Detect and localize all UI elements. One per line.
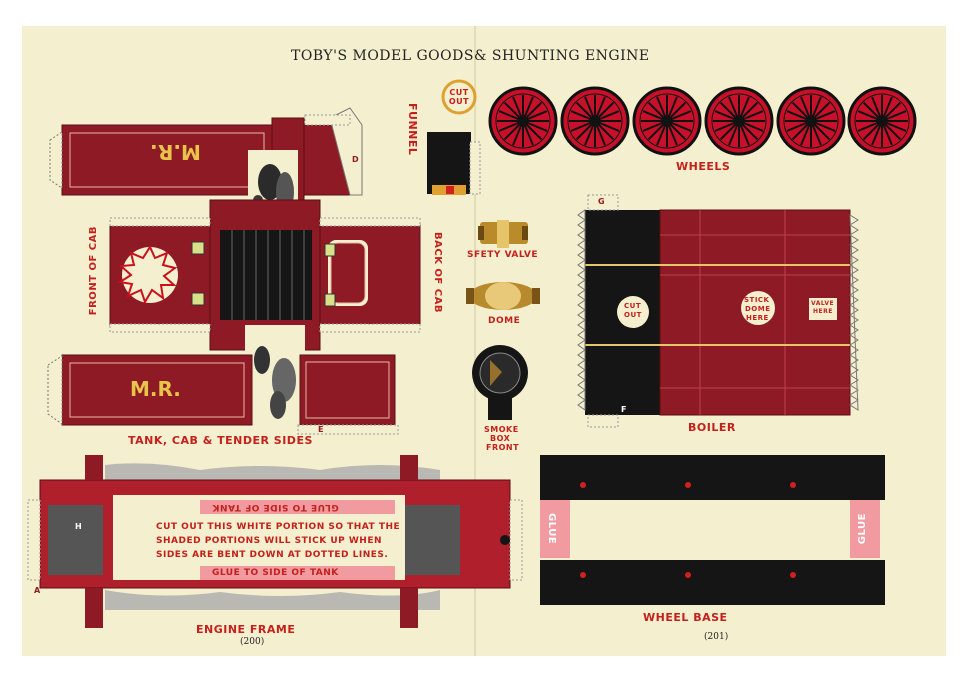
page-number-left: (200) (240, 637, 265, 647)
wheels-label: WHEELS (676, 160, 731, 173)
tab-letter-c: C (154, 317, 161, 326)
stick-label-2: DOME (745, 305, 771, 313)
safety-valve-piece (478, 220, 528, 248)
glue-side-tank-bottom: GLUE TO SIDE OF TANK (212, 568, 339, 578)
front-of-cab-label: FRONT OF CAB (88, 226, 99, 316)
tank-cab-tender-piece (47, 107, 421, 435)
wheel-6 (847, 86, 917, 156)
tab-letter-f: F (621, 405, 627, 414)
wheel-2 (560, 86, 630, 156)
engine-frame-piece (27, 455, 523, 628)
tab-letter-h: H (75, 522, 83, 531)
smoke-box-piece (472, 345, 528, 420)
frame-instruction-2: SHADED PORTIONS WILL STICK UP WHEN (156, 536, 382, 546)
safety-valve-label: SFETY VALVE (467, 250, 538, 260)
stick-label-1: STICK (744, 296, 770, 304)
valve-here-label-2: HERE (813, 308, 833, 315)
smoke-box-label-1: SMOKE (484, 425, 519, 434)
back-of-cab-label: BACK OF CAB (432, 232, 443, 313)
stick-label-3: HERE (746, 314, 769, 322)
tab-letter-a: A (34, 586, 41, 595)
glue-side-tank-top: GLUE TO SIDE OF TANK (212, 502, 339, 512)
boiler-piece (577, 194, 859, 428)
page-number-right: (201) (704, 632, 729, 642)
frame-instruction-3: SIDES ARE BENT DOWN AT DOTTED LINES. (156, 550, 389, 560)
smoke-box-label-3: FRONT (486, 443, 520, 452)
cut-out-circle (441, 79, 477, 115)
wheel-4 (704, 86, 774, 156)
frame-instruction-1: CUT OUT THIS WHITE PORTION SO THAT THE (156, 522, 401, 532)
dome-piece (466, 282, 540, 310)
glue-right-label: GLUE (857, 513, 868, 545)
wheel-base-piece (540, 455, 885, 605)
funnel-label: FUNNEL (406, 103, 419, 156)
valve-here-label-1: VALVE (811, 300, 835, 307)
funnel-piece (427, 132, 481, 195)
wheels-group (488, 86, 917, 156)
tab-letter-g: G (598, 197, 606, 206)
wheel-1 (488, 86, 558, 156)
tab-letter-b: B (368, 317, 375, 326)
glue-left-label: GLUE (546, 513, 557, 545)
wheel-3 (632, 86, 702, 156)
boiler-label: BOILER (688, 421, 736, 434)
mr-lettering-top: M.R. (150, 140, 201, 164)
tab-letter-e: E (318, 425, 324, 434)
mr-lettering-bottom: M.R. (130, 377, 181, 401)
boiler-cut-label-1: CUT (624, 302, 642, 310)
tank-cab-tender-label: TANK, CAB & TENDER SIDES (128, 434, 313, 447)
engine-frame-label: ENGINE FRAME (196, 623, 296, 636)
page-title: TOBY'S MODEL GOODS& SHUNTING ENGINE (291, 48, 650, 64)
dome-label: DOME (488, 316, 521, 326)
wheel-base-label: WHEEL BASE (643, 611, 728, 624)
cut-out-label: CUT OUT (448, 88, 470, 106)
wheel-5 (776, 86, 846, 156)
smoke-box-label-2: BOX (490, 434, 511, 443)
tab-letter-d: D (352, 155, 360, 164)
boiler-cut-label-2: OUT (624, 311, 642, 319)
